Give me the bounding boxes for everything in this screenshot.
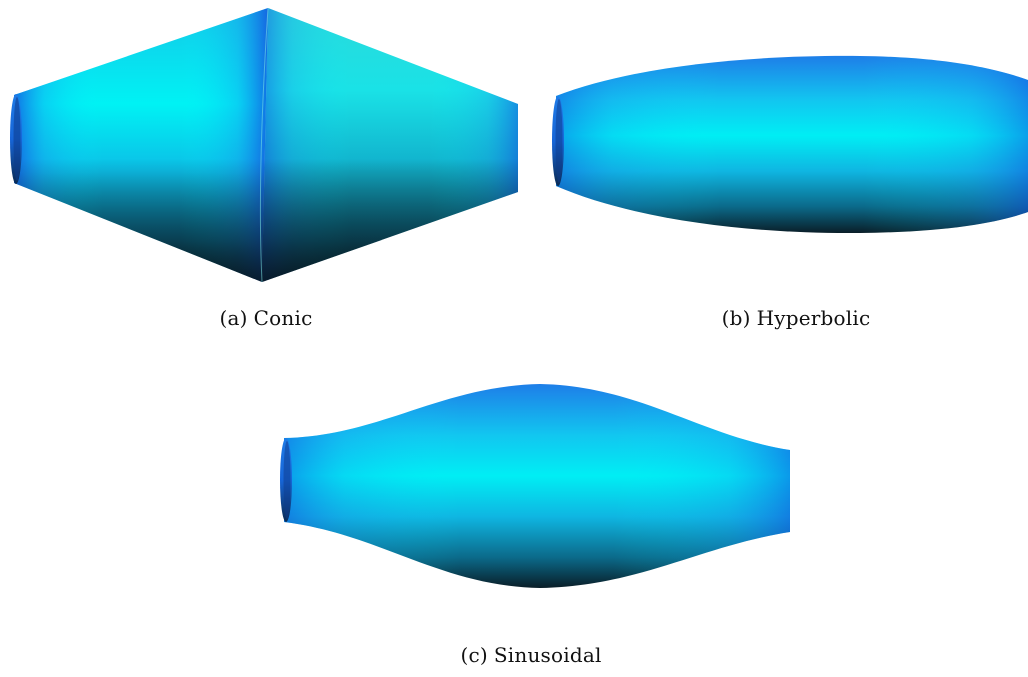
caption-conic-label: (a)	[219, 306, 248, 330]
caption-hyperbolic-title: Hyperbolic	[756, 306, 871, 330]
caption-conic: (a)Conic	[220, 306, 313, 330]
caption-hyperbolic: (b)Hyperbolic	[722, 306, 871, 330]
caption-sinusoidal-title: Sinusoidal	[493, 643, 602, 667]
sinusoidal-vessel-shape	[280, 384, 790, 588]
hyperbolic-vessel-shape	[552, 55, 1028, 234]
caption-sinusoidal: (c)Sinusoidal	[460, 643, 601, 667]
caption-conic-title: Conic	[253, 306, 313, 330]
caption-hyperbolic-label: (b)	[721, 306, 751, 330]
conic-seam-line	[259, 7, 269, 283]
caption-sinusoidal-label: (c)	[460, 643, 488, 667]
